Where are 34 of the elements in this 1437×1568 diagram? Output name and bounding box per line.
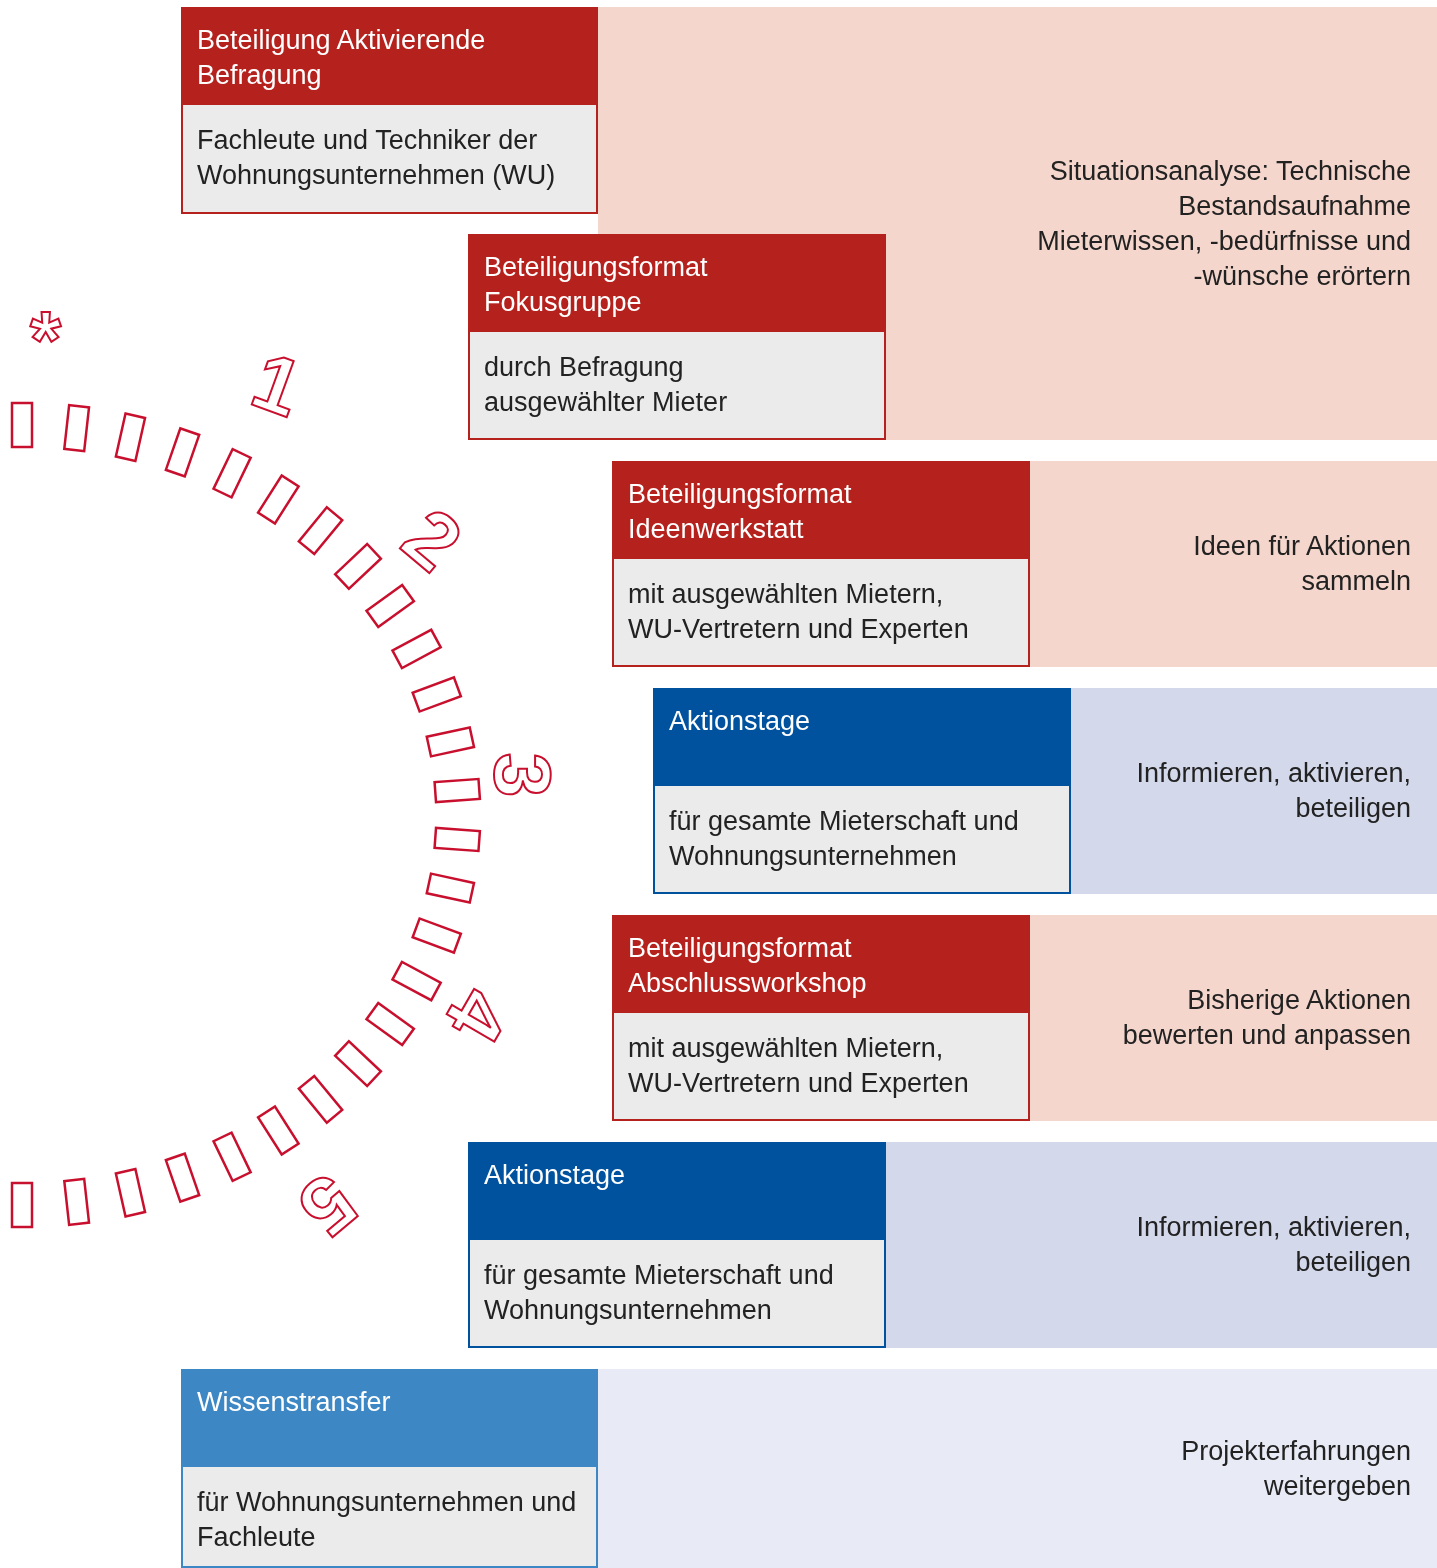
step-number: 4 — [431, 975, 523, 1055]
band-text: Bisherige Aktionen bewerten und anpassen — [1121, 984, 1411, 1052]
format-card — [653, 688, 1071, 894]
card-text: mit ausgewählten Mietern, WU-Vertretern und Experten — [627, 1032, 970, 1100]
asterisk-mark: * — [30, 300, 62, 380]
card-heading: Aktionstage — [470, 1144, 884, 1240]
card-text: durch Befragung ausgewählter Mieter — [483, 351, 729, 419]
format-card — [612, 915, 1030, 1121]
card-heading: Beteiligung Aktivierende Befragung — [183, 9, 596, 105]
format-card — [612, 461, 1030, 667]
format-card — [468, 1142, 886, 1348]
band-text: Projekterfahrungen weitergeben — [1180, 1434, 1411, 1503]
format-card — [181, 7, 598, 214]
format-card — [468, 234, 886, 440]
card-text: für Wohnungsunternehmen und Fachleute — [196, 1486, 578, 1554]
step-number: 5 — [284, 1160, 370, 1250]
step-number: 1 — [242, 339, 312, 431]
step-number: 3 — [482, 752, 563, 798]
card-text: Fachleute und Techniker der Wohnungsunternehmen (WU) — [196, 124, 557, 192]
card-text: mit ausgewählten Mietern, WU-Vertretern und Experten — [627, 578, 970, 646]
card-heading: Beteiligungsformat Ideenwerkstatt — [614, 463, 1028, 559]
band-background — [886, 7, 1437, 440]
band-text: Informieren, aktivieren, beteiligen — [1135, 1211, 1411, 1279]
card-heading: Aktionstage — [655, 690, 1069, 786]
band-text: Situationsanalyse: Technische Bestandsaufnahme Mieterwissen, -bedürfnisse und -wünsche erörtern — [1036, 154, 1411, 293]
format-card — [181, 1369, 598, 1568]
card-text: für gesamte Mieterschaft und Wohnungsunternehmen — [483, 1259, 835, 1327]
band-text: Informieren, aktivieren, beteiligen — [1135, 757, 1411, 825]
band-text: Ideen für Aktionen sammeln — [1192, 530, 1411, 598]
card-heading: Wissenstransfer — [183, 1371, 596, 1467]
card-text: für gesamte Mieterschaft und Wohnungsunternehmen — [668, 805, 1020, 873]
step-number: 2 — [389, 495, 475, 585]
card-heading: Beteiligungsformat Fokusgruppe — [470, 236, 884, 332]
card-heading: Beteiligungsformat Abschlussworkshop — [614, 917, 1028, 1013]
